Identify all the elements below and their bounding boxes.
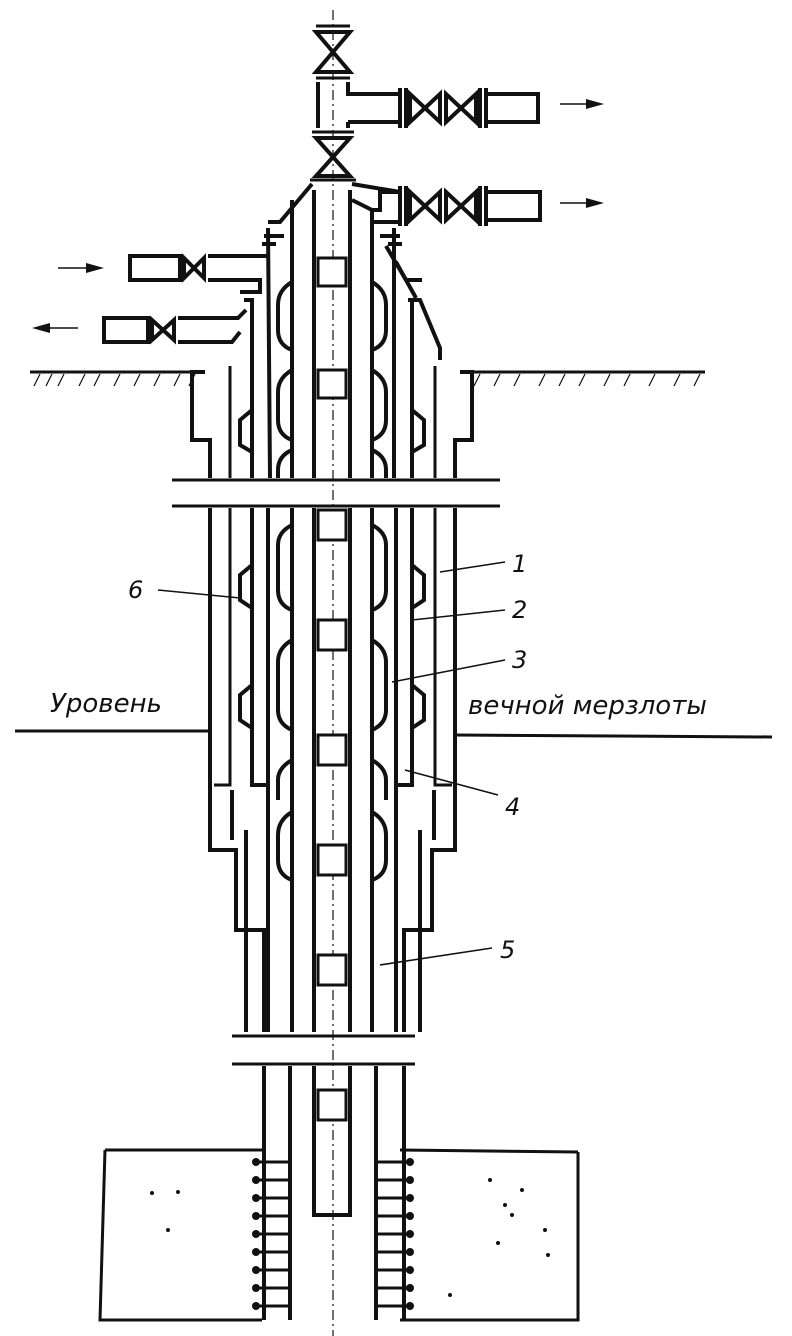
leader-lines: [157, 561, 506, 966]
break-line: [232, 1034, 415, 1066]
callout-5: 5: [500, 936, 515, 964]
callout-4: 4: [505, 793, 520, 821]
formation-block: [98, 1148, 580, 1322]
callout-3: 3: [512, 646, 527, 674]
permafrost-level-line: [15, 729, 773, 739]
arrow-left-icon: [32, 323, 78, 333]
callout-1: 1: [512, 550, 527, 578]
gate-valve-icon: [408, 89, 442, 127]
permafrost-label-left: Уровень: [50, 689, 162, 719]
annulus-lines-left: [102, 253, 270, 345]
gate-valve-icon: [182, 253, 206, 283]
arrow-right-icon: [58, 263, 104, 273]
casing-upper: [190, 190, 474, 479]
casing-middle: [208, 508, 457, 1032]
callout-2: 2: [512, 596, 527, 624]
break-line: [172, 478, 500, 508]
permafrost-label-right: вечной мерзлоты: [468, 691, 707, 721]
gate-valve-icon: [311, 30, 355, 74]
gate-valve-icon: [444, 187, 478, 225]
perforations: [252, 1158, 414, 1310]
callout-6: 6: [128, 576, 143, 604]
ground-surface: [30, 370, 705, 387]
casing-lower: [252, 1066, 414, 1320]
gate-valve-icon: [311, 136, 355, 178]
gate-valve-icon: [408, 187, 442, 225]
wellhead: [268, 24, 542, 226]
gate-valve-icon: [444, 89, 478, 127]
gate-valve-icon: [150, 315, 176, 345]
arrow-right-icon: [560, 198, 604, 208]
arrow-right-icon: [560, 99, 604, 109]
flow-arrows: [32, 99, 604, 333]
